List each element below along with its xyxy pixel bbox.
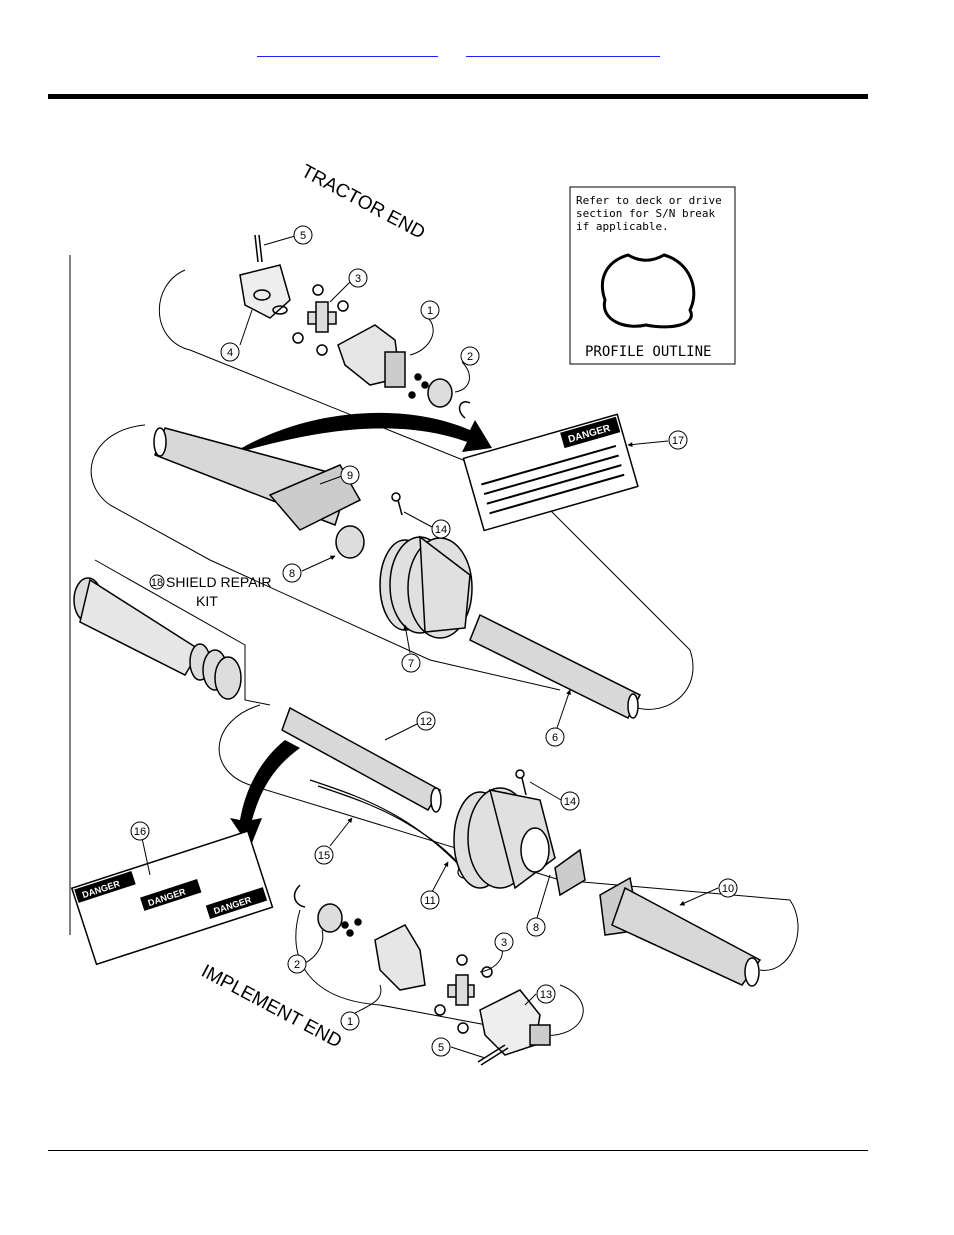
- callout-12: 12: [420, 716, 432, 728]
- upper-bellows: [379, 492, 473, 639]
- callout-4: 4: [227, 347, 233, 359]
- profile-outline-shape: [600, 253, 696, 329]
- callout-8-bottom: 8: [533, 922, 539, 934]
- implement-end-label: IMPLEMENT END: [198, 961, 346, 1053]
- note-line-2: section for S/N break: [576, 207, 715, 220]
- callout-18-number: 18: [151, 577, 163, 589]
- decal-16: DANGER DANGER DANGER: [70, 830, 274, 966]
- callout-leaders: [141, 235, 719, 1059]
- callout-17: 17: [672, 435, 684, 447]
- implement-group-outline-2: [295, 909, 584, 1036]
- note-box: [569, 186, 736, 365]
- implement-group-outline: [218, 704, 799, 971]
- shield-group-outline-2: [94, 559, 271, 706]
- tractor-end-label: TRACTOR END: [298, 161, 429, 244]
- callout-balloons: [130, 225, 738, 1057]
- decal-17: DANGER: [462, 413, 639, 532]
- note-line-3: if applicable.: [576, 220, 669, 233]
- callout-8-top: 8: [289, 568, 295, 580]
- assembly-arrow-lower: [230, 740, 300, 848]
- nav-link-2[interactable]: [466, 48, 660, 57]
- callout-2-bottom: 2: [294, 959, 300, 971]
- callout-16: 16: [134, 826, 146, 838]
- upper-shield-tube: [153, 427, 365, 559]
- callout-1-bottom: 1: [347, 1016, 353, 1028]
- callout-14-top: 14: [435, 524, 447, 536]
- lower-shield-tube: [599, 876, 762, 987]
- callout-5-top: 5: [300, 230, 306, 242]
- callout-6: 6: [552, 732, 558, 744]
- upper-inner-tube: [469, 613, 642, 719]
- exploded-parts-diagram: Refer to deck or drive section for S/N b…: [69, 161, 799, 1066]
- footer-rule: [48, 1150, 868, 1151]
- callout-1-top: 1: [427, 305, 433, 317]
- callout-2-top: 2: [467, 351, 473, 363]
- callout-11: 11: [424, 895, 435, 907]
- callout-13: 13: [540, 989, 552, 1001]
- header-rule: [48, 94, 868, 99]
- safety-chain: [309, 779, 471, 879]
- nav-link-1[interactable]: [257, 48, 438, 57]
- callout-5-bottom: 5: [438, 1042, 444, 1054]
- implement-yoke: [293, 884, 551, 1066]
- callout-15: 15: [318, 850, 330, 862]
- lower-outer-tube: [281, 706, 442, 813]
- shield-repair-kit: [73, 577, 242, 700]
- profile-outline-label: PROFILE OUTLINE: [585, 344, 711, 360]
- callout-18-circle: [149, 574, 165, 590]
- callout-9: 9: [347, 470, 353, 482]
- callout-3-bottom: 3: [501, 937, 507, 949]
- note-line-1: Refer to deck or drive: [576, 194, 722, 207]
- shield-kit-label-2: KIT: [196, 593, 218, 609]
- shield-group-outline: [90, 424, 561, 691]
- tractor-yoke: [239, 234, 471, 419]
- callout-7: 7: [408, 658, 414, 670]
- callout-3-top: 3: [355, 273, 361, 285]
- callout-14-bottom: 14: [564, 796, 576, 808]
- lower-bellows: [453, 769, 586, 897]
- callout-numbers: 5 3 1 4 2 17 9 14 8 7 6 12 14 16 15 11 8…: [134, 230, 734, 1054]
- assembly-arrow-upper: [230, 412, 492, 455]
- callout-10: 10: [722, 883, 734, 895]
- shield-kit-label-1: SHIELD REPAIR: [166, 574, 272, 590]
